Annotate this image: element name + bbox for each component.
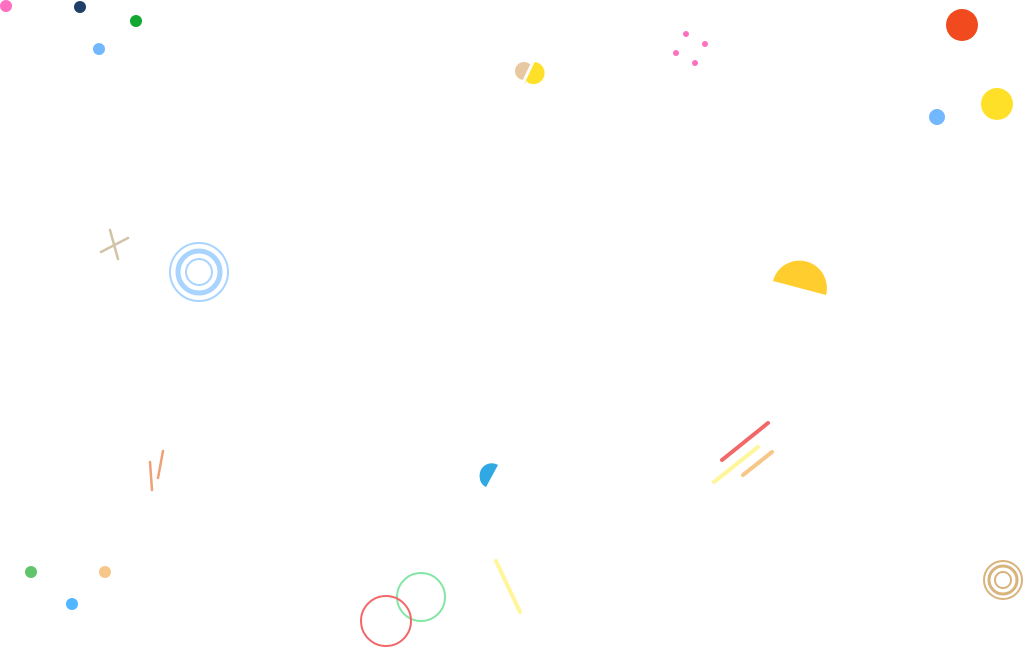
navy-dot [74,1,86,13]
soft-green-dot [25,566,37,578]
cross-shape [99,228,130,261]
peach-dot [99,566,111,578]
blue-dot [929,109,945,125]
pale-yellow-slash [494,559,522,614]
light-blue-dot [93,43,105,55]
pink-dot [0,0,12,12]
orange-red-dot [946,9,978,41]
coral-ring [360,595,412,647]
gold-half-disc [773,260,827,295]
split-dot [515,59,545,86]
bronze-concentric-rings [983,560,1023,600]
slash-lines-left [148,449,165,492]
mint-ring [396,572,446,622]
blue-concentric-rings [169,242,229,302]
yellow-dot [981,88,1013,120]
blue-quarter-disc-fill [479,463,498,487]
slash-lines-right [712,421,774,484]
pink-dot-cluster [673,31,708,66]
sky-dot [66,598,78,610]
green-dot [130,15,142,27]
